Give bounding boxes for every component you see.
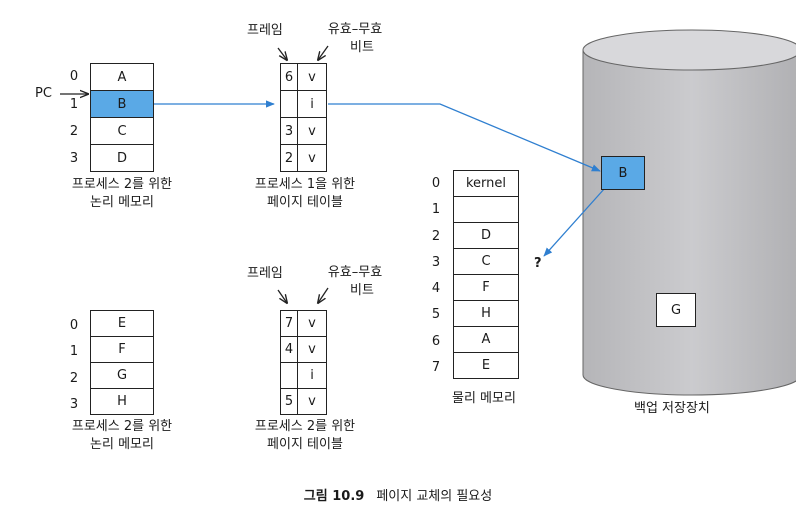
frame-number: 4 (280, 336, 298, 363)
physical-frame: H (453, 300, 519, 327)
page-index: 0 (69, 69, 79, 84)
frame-number: 5 (280, 388, 298, 415)
page-index: 1 (69, 344, 79, 359)
frame-header: 프레임 (247, 266, 283, 281)
question-mark: ? (534, 256, 542, 271)
backing-store-block-g: G (656, 293, 696, 327)
logical-page: F (90, 336, 154, 363)
frame-index: 3 (431, 255, 441, 270)
page-table-caption: 프로세스 2를 위한 페이지 테이블 (235, 418, 375, 454)
physical-frame: D (453, 222, 519, 249)
valid-bit: i (297, 90, 327, 118)
valid-header-arrow-2 (318, 287, 329, 303)
frame-index: 4 (431, 281, 441, 296)
physical-frame: E (453, 352, 519, 379)
caption-line: 논리 메모리 (90, 437, 154, 452)
frame-header-arrow-2 (277, 289, 287, 303)
page-table-caption: 프로세스 1을 위한 페이지 테이블 (235, 176, 375, 212)
frame-index: 7 (431, 360, 441, 375)
backing-store-cylinder (582, 29, 796, 396)
physical-frame: kernel (453, 170, 519, 197)
logical-page: H (90, 388, 154, 415)
invalid-entry-to-store-arrow (328, 103, 601, 172)
logical-page: C (90, 117, 154, 145)
backing-store-block-b: B (601, 156, 645, 190)
valid-bit-header: 유효–무효 비트 (315, 264, 395, 300)
caption-line: 페이지 테이블 (267, 195, 343, 210)
frame-index: 0 (431, 176, 441, 191)
frame-number: 6 (280, 63, 298, 91)
logical-page: A (90, 63, 154, 91)
page-index: 3 (69, 151, 79, 166)
valid-bit: v (297, 63, 327, 91)
frame-index: 1 (431, 202, 441, 217)
valid-bit: v (297, 117, 327, 145)
figure-number: 그림 10.9 (303, 489, 365, 504)
valid-header-arrow-1 (318, 45, 329, 60)
physical-memory-caption: 물리 메모리 (452, 391, 516, 406)
figure-caption: 그림 10.9 페이지 교체의 필요성 (0, 485, 796, 504)
frame-number: 3 (280, 117, 298, 145)
page-index: 3 (69, 397, 79, 412)
logical-page: E (90, 310, 154, 337)
valid-bit: i (297, 362, 327, 389)
caption-line: 프로세스 2를 위한 (71, 419, 173, 434)
header-line: 유효–무효 (327, 22, 383, 37)
header-line: 비트 (350, 40, 374, 55)
figure-caption-text: 페이지 교체의 필요성 (376, 489, 493, 504)
page-index: 0 (69, 318, 79, 333)
frame-index: 6 (431, 334, 441, 349)
header-line: 유효–무효 (327, 265, 383, 280)
physical-frame (453, 196, 519, 223)
logical-page: G (90, 362, 154, 389)
page-index: 2 (69, 371, 79, 386)
header-line: 비트 (350, 283, 374, 298)
frame-header: 프레임 (247, 23, 283, 38)
caption-line: 페이지 테이블 (267, 437, 343, 452)
logical-page-selected: B (90, 90, 154, 118)
caption-line: 논리 메모리 (90, 195, 154, 210)
physical-frame: C (453, 248, 519, 275)
backing-store-caption: 백업 저장장치 (634, 401, 710, 416)
valid-bit: v (297, 388, 327, 415)
caption-line: 프로세스 2를 위한 (71, 177, 173, 192)
frame-number (280, 90, 298, 118)
frame-index: 2 (431, 229, 441, 244)
valid-bit: v (297, 310, 327, 337)
frame-number: 7 (280, 310, 298, 337)
frame-number: 2 (280, 144, 298, 172)
caption-line: 프로세스 2를 위한 (254, 419, 356, 434)
physical-frame: A (453, 326, 519, 353)
logical-memory-caption: 프로세스 2를 위한 논리 메모리 (52, 418, 192, 454)
page-index: 2 (69, 124, 79, 139)
valid-bit: v (297, 144, 327, 172)
frame-header-arrow-1 (277, 47, 287, 60)
page-index: 1 (69, 97, 79, 112)
pc-label: PC (35, 86, 52, 101)
valid-bit: v (297, 336, 327, 363)
logical-page: D (90, 144, 154, 172)
logical-memory-caption: 프로세스 2를 위한 논리 메모리 (52, 176, 192, 212)
caption-line: 프로세스 1을 위한 (254, 177, 356, 192)
physical-frame: F (453, 274, 519, 301)
frame-index: 5 (431, 307, 441, 322)
valid-bit-header: 유효–무효 비트 (315, 21, 395, 57)
frame-number (280, 362, 298, 389)
store-to-memory-arrow (543, 187, 606, 257)
